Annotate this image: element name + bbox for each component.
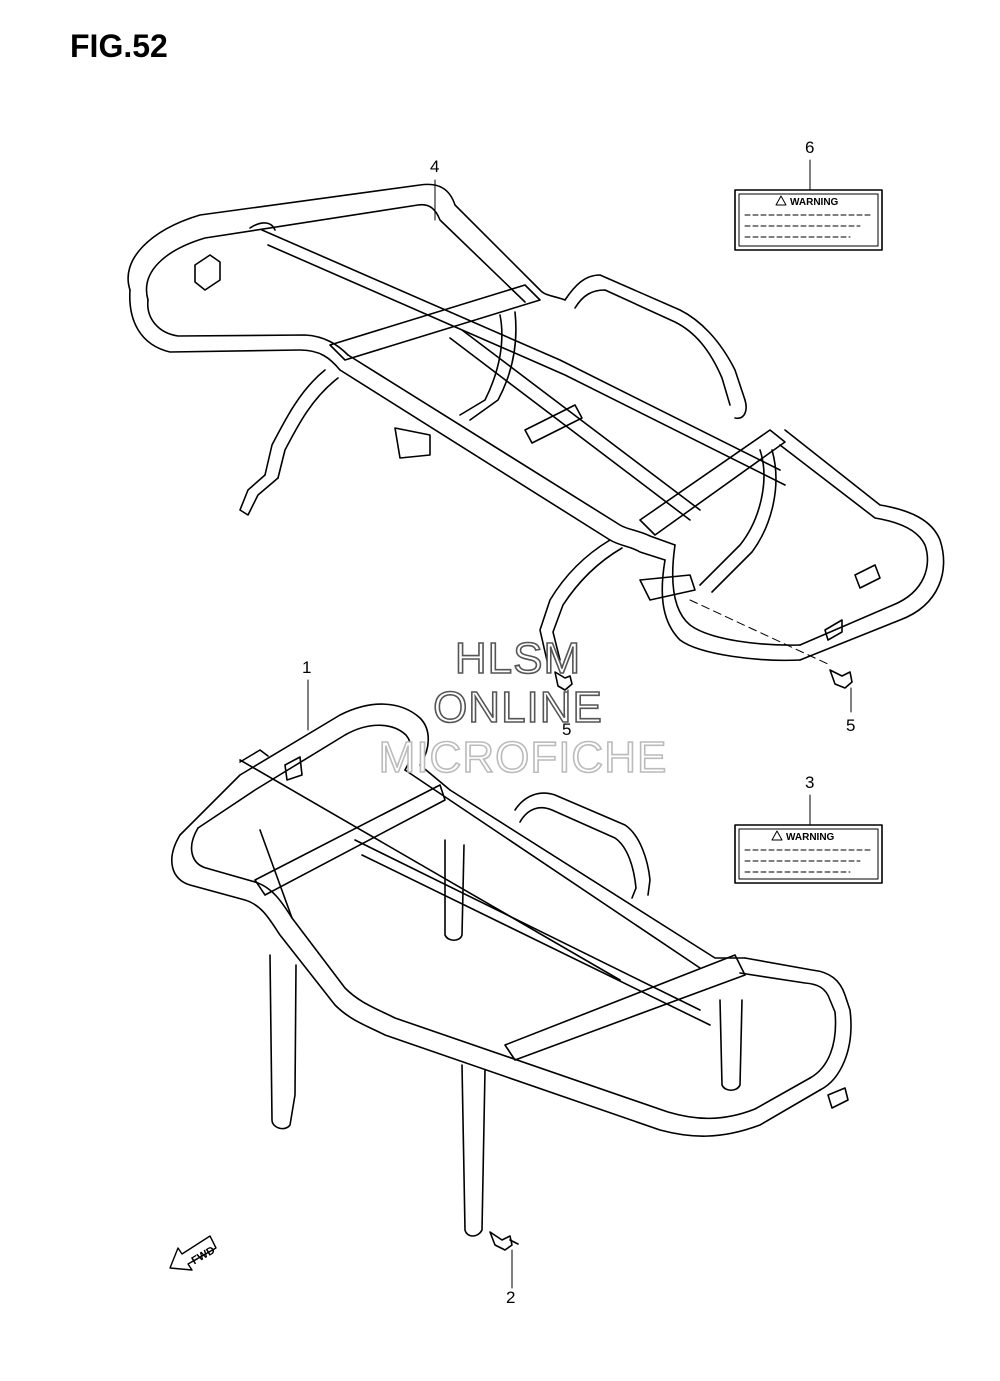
watermark-line-1: HLSM [455, 634, 581, 683]
bolt-5-right[interactable] [829, 669, 853, 713]
warning-label-6-text: WARNING [790, 197, 839, 208]
callout-5-left: 5 [562, 720, 571, 739]
callout-5-right: 5 [846, 716, 855, 735]
warning-label-3-text: WARNING [786, 832, 835, 843]
bolt-2[interactable] [489, 1231, 519, 1289]
rear-carrier-lower[interactable] [171, 703, 852, 1237]
watermark-line-2: ONLINE [433, 683, 603, 732]
warning-label-6[interactable] [734, 189, 883, 251]
callout-2: 2 [506, 1288, 515, 1307]
rear-carrier-upper[interactable] [127, 183, 945, 666]
callout-6: 6 [805, 138, 814, 157]
warning-label-3[interactable] [734, 824, 883, 884]
callout-1: 1 [302, 658, 311, 677]
figure-title: FIG.52 [70, 28, 168, 64]
callout-3: 3 [805, 773, 814, 792]
callout-4: 4 [430, 157, 439, 176]
bolt-5-left[interactable] [554, 671, 573, 713]
fwd-arrow-label: FWD [190, 1244, 218, 1267]
fwd-arrow-icon [169, 1235, 217, 1271]
watermark-line-3: MICROFICHE [379, 733, 668, 782]
